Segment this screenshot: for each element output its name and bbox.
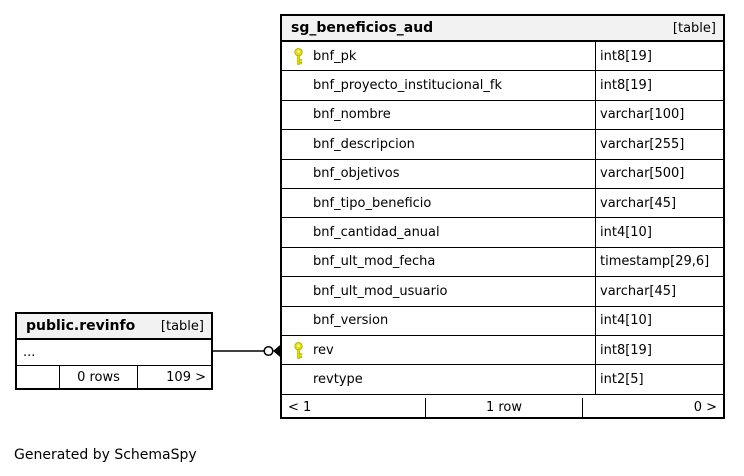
main-parents-count[interactable]: < 1: [288, 400, 312, 416]
table-row: rev int8[19]: [282, 335, 723, 366]
table-row: bnf_nombre varchar[100]: [282, 100, 723, 131]
column-type: int4[10]: [595, 306, 723, 335]
revinfo-row-count: 0 rows: [59, 366, 137, 388]
table-row: bnf_pk int8[19]: [282, 42, 723, 72]
column-type: int8[19]: [595, 71, 723, 100]
column-name-cell: bnf_cantidad_anual: [282, 218, 595, 246]
column-name-cell: bnf_objetivos: [282, 160, 595, 188]
column-name-cell: bnf_ult_mod_usuario: [282, 277, 595, 305]
main-table-title[interactable]: sg_beneficios_aud: [291, 20, 434, 36]
column-name-cell: bnf_descripcion: [282, 130, 595, 158]
table-sg-beneficios-aud: sg_beneficios_aud [table] bnf_pk int8[19]…: [280, 14, 725, 419]
primary-key-icon: [294, 341, 303, 359]
revinfo-footer-left: [17, 366, 59, 388]
column-type: int8[19]: [595, 335, 723, 365]
column-name-cell: bnf_proyecto_institucional_fk: [282, 71, 595, 99]
revinfo-header: public.revinfo [table]: [17, 314, 211, 340]
main-table-footer: < 1 1 row 0 >: [282, 398, 723, 417]
column-type: varchar[45]: [595, 277, 723, 306]
main-table-badge: [table]: [672, 20, 716, 36]
primary-key-icon: [294, 47, 303, 65]
column-name-cell: bnf_tipo_beneficio: [282, 189, 595, 217]
primary-key-icon-slot: [294, 47, 313, 65]
column-name: bnf_proyecto_institucional_fk: [313, 78, 503, 94]
main-children-count[interactable]: 0 >: [582, 398, 723, 417]
main-table-header: sg_beneficios_aud [table]: [282, 16, 723, 42]
revinfo-title[interactable]: public.revinfo: [26, 318, 136, 334]
table-row: bnf_ult_mod_usuario varchar[45]: [282, 277, 723, 307]
table-row: bnf_objetivos varchar[500]: [282, 159, 723, 189]
column-name-cell: rev: [282, 336, 595, 364]
table-public-revinfo: public.revinfo [table] ... 0 rows 109 >: [15, 312, 213, 390]
column-name: bnf_objetivos: [313, 166, 400, 182]
column-type: varchar[500]: [595, 159, 723, 188]
column-type: timestamp[29,6]: [595, 247, 723, 277]
column-name-cell: bnf_nombre: [282, 101, 595, 129]
column-type: varchar[255]: [595, 130, 723, 159]
column-name: bnf_descripcion: [313, 136, 415, 152]
revinfo-related-count[interactable]: 109 >: [137, 366, 211, 388]
column-type: int4[10]: [595, 218, 723, 247]
column-name: bnf_tipo_beneficio: [313, 195, 432, 211]
table-row: bnf_descripcion varchar[255]: [282, 130, 723, 160]
column-name: revtype: [313, 371, 363, 387]
table-row: bnf_cantidad_anual int4[10]: [282, 218, 723, 248]
column-type: int8[19]: [595, 42, 723, 71]
revinfo-footer: 0 rows 109 >: [17, 366, 211, 388]
table-row: bnf_ult_mod_fecha timestamp[29,6]: [282, 247, 723, 278]
column-name-cell: revtype: [282, 365, 595, 393]
table-row: revtype int2[5]: [282, 365, 723, 395]
column-name: bnf_ult_mod_fecha: [313, 254, 436, 270]
generated-by-note: Generated by SchemaSpy: [14, 447, 197, 463]
column-type: varchar[100]: [595, 100, 723, 130]
table-row: bnf_version int4[10]: [282, 306, 723, 336]
zero-cardinality-circle: [263, 345, 274, 357]
column-name: bnf_version: [313, 313, 389, 329]
column-name: bnf_ult_mod_usuario: [313, 283, 448, 299]
column-name-cell: bnf_pk: [282, 42, 595, 70]
table-row: bnf_tipo_beneficio varchar[45]: [282, 188, 723, 219]
primary-key-icon-slot: [294, 341, 313, 359]
column-name-cell: bnf_ult_mod_fecha: [282, 248, 595, 276]
table-row: bnf_proyecto_institucional_fk int8[19]: [282, 71, 723, 101]
column-name-cell: bnf_version: [282, 307, 595, 335]
fk-arrowhead-icon: [273, 344, 281, 358]
main-row-count: 1 row: [425, 398, 582, 417]
revinfo-table-badge: [table]: [160, 318, 204, 334]
column-type: varchar[45]: [595, 188, 723, 218]
column-name: bnf_cantidad_anual: [313, 225, 440, 241]
column-name: bnf_pk: [313, 48, 357, 64]
column-type: int2[5]: [595, 365, 723, 394]
column-name: bnf_nombre: [313, 107, 391, 123]
revinfo-ellipsis-row: ...: [17, 340, 211, 366]
column-name: rev: [313, 342, 334, 358]
fk-relationship-connector: [212, 344, 281, 358]
